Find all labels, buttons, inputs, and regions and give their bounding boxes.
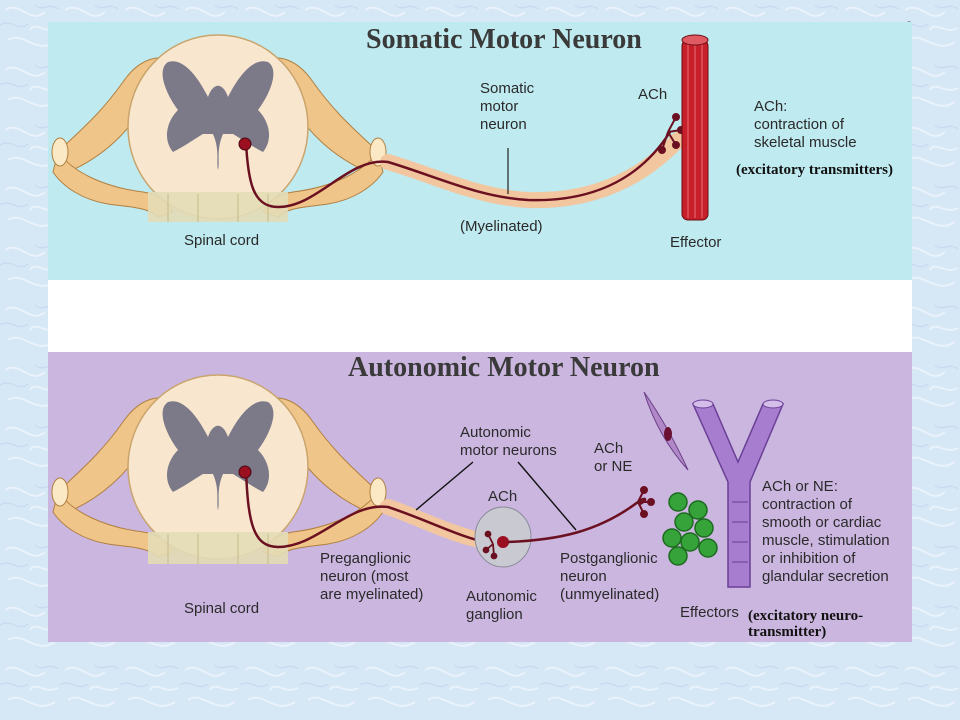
somatic-cell-body bbox=[238, 137, 252, 151]
blood-vessel bbox=[691, 399, 785, 588]
effectors-label: Effectors bbox=[680, 604, 739, 621]
somatic-neuron-label: Somatic motor neuron bbox=[480, 80, 535, 133]
ganglion-cell-body bbox=[497, 536, 509, 548]
ach-ne-label: ACh or NE bbox=[594, 440, 633, 475]
corner-mark: - bbox=[907, 14, 911, 28]
ganglion-terminals bbox=[482, 530, 498, 560]
preganglionic-axon bbox=[244, 469, 494, 549]
autonomic-note: (excitatory neuro- transmitter) bbox=[748, 608, 864, 640]
autonomic-illustration bbox=[51, 374, 785, 588]
autonomic-neurons-label: Autonomic motor neurons bbox=[460, 424, 557, 459]
somatic-title: Somatic Motor Neuron bbox=[366, 24, 642, 55]
autonomic-effect-text: ACh or NE: contraction of smooth or card… bbox=[762, 478, 890, 585]
somatic-panel: Somatic Motor Neuron Spinal cord Somatic… bbox=[48, 22, 912, 280]
somatic-illustration bbox=[51, 34, 709, 222]
autonomic-panel: Autonomic Motor Neuron Spinal cord Auton… bbox=[48, 352, 912, 642]
somatic-spinal-cord-label: Spinal cord bbox=[184, 232, 260, 249]
autonomic-pointer-lines bbox=[415, 461, 577, 531]
myelinated-label: (Myelinated) bbox=[460, 218, 543, 235]
panel-gap bbox=[48, 280, 912, 352]
autonomic-spinal-cord bbox=[127, 374, 309, 564]
autonomic-title: Autonomic Motor Neuron bbox=[348, 352, 660, 383]
somatic-effect-text: ACh: contraction of skeletal muscle bbox=[754, 98, 857, 151]
postganglionic-label: Postganglionic neuron (unmyelinated) bbox=[560, 550, 660, 603]
ganglion-ach-label: ACh bbox=[488, 488, 518, 505]
somatic-spinal-cord bbox=[127, 34, 309, 222]
somatic-note: (excitatory transmitters) bbox=[736, 162, 894, 178]
preganglionic-label: Preganglionic neuron (most are myelinate… bbox=[320, 550, 424, 603]
autonomic-cell-body bbox=[238, 465, 252, 479]
autonomic-spinal-cord-label: Spinal cord bbox=[184, 600, 260, 617]
ganglion-label: Autonomic ganglion bbox=[466, 588, 537, 623]
somatic-axon bbox=[244, 131, 672, 209]
skeletal-muscle bbox=[681, 34, 709, 221]
postganglionic-terminals bbox=[637, 486, 655, 518]
somatic-ach-label: ACh bbox=[638, 86, 668, 103]
gland-cells bbox=[662, 492, 718, 566]
smooth-muscle-nucleus bbox=[664, 427, 672, 441]
postganglionic-axon bbox=[507, 497, 647, 544]
effector-label: Effector bbox=[670, 234, 722, 251]
